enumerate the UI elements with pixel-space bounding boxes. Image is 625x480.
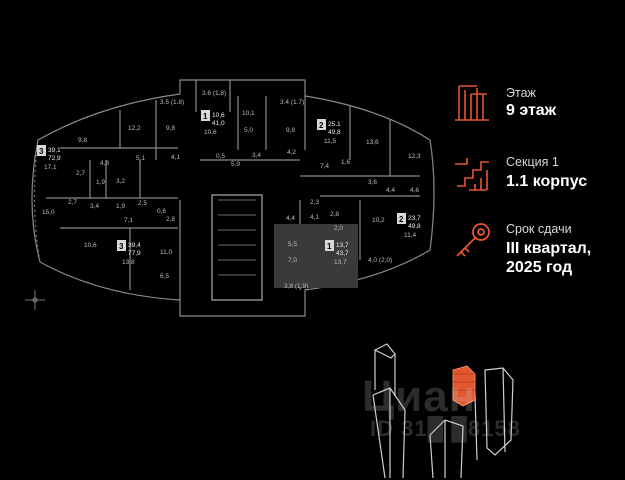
svg-text:49,8: 49,8 xyxy=(408,223,421,230)
svg-text:39,1: 39,1 xyxy=(48,147,61,154)
highlighted-section xyxy=(452,365,476,407)
room-label: 4,2 xyxy=(287,149,296,156)
room-label: 11,0 xyxy=(160,249,173,256)
room-label: 3,4 xyxy=(90,203,99,210)
room-label: 2,7 xyxy=(76,170,85,177)
svg-text:43,7: 43,7 xyxy=(336,250,349,257)
room-label: 4,6 xyxy=(410,187,419,194)
deadline-value-line1: III квартал, xyxy=(506,240,592,257)
room-label: 9,8 xyxy=(78,137,87,144)
apartment-badges: 3 1 2 2 3 1 xyxy=(37,110,406,251)
floor-plan-icon xyxy=(455,85,489,121)
badge-apt-top-center: 1 xyxy=(203,112,208,121)
room-label: 10,6 xyxy=(84,242,97,249)
room-label: 9,8 xyxy=(166,125,175,132)
svg-text:13,8: 13,8 xyxy=(122,259,135,266)
svg-text:13,7: 13,7 xyxy=(336,242,349,249)
room-label: 3.5 (1.8) xyxy=(160,99,184,106)
room-label: 2,8 xyxy=(166,216,175,223)
room-label: 5,9 xyxy=(231,161,240,168)
room-label: 2,0 xyxy=(334,225,343,232)
building-3d-view[interactable] xyxy=(345,340,545,480)
room-label: 0,6 xyxy=(157,208,166,215)
badge-apt-right: 2 xyxy=(399,215,404,224)
svg-text:10,6: 10,6 xyxy=(204,129,217,136)
room-label: 1,9 xyxy=(96,179,105,186)
room-label: 3,8 (1,9) xyxy=(284,283,308,290)
deadline-label: Срок сдачи xyxy=(506,222,572,236)
section-label: Секция 1 xyxy=(506,155,559,169)
svg-text:77,9: 77,9 xyxy=(128,250,141,257)
watermark-logo: Циан xyxy=(362,372,477,421)
room-label: 7,1 xyxy=(124,217,133,224)
room-label: 3.4 (1.7) xyxy=(280,99,304,106)
room-label: 3.6 (1.8) xyxy=(202,90,226,97)
apartment-areas: 39,1 72,9 17,1 10,6 41,0 10,6 25,1 49,8 … xyxy=(44,112,421,266)
floor-label: Этаж xyxy=(506,86,536,100)
room-label: 1,9 xyxy=(116,203,125,210)
apartment-highlight[interactable] xyxy=(274,224,358,288)
room-label: 5,5 xyxy=(288,241,297,248)
floor-plan-walls xyxy=(31,79,435,317)
room-label: 4,4 xyxy=(386,187,395,194)
room-label: 4,1 xyxy=(171,154,180,161)
section-stairs-icon xyxy=(455,158,489,191)
badge-apt-top-right: 2 xyxy=(319,121,324,130)
room-labels: 3.6 (1.8) 3.5 (1.8) 3.4 (1.7) 12,2 9,8 1… xyxy=(42,90,421,290)
badge-apt-bottom-left: 3 xyxy=(119,242,124,251)
room-label: 9,8 xyxy=(286,127,295,134)
svg-text:25,1: 25,1 xyxy=(328,121,341,128)
floor-plan[interactable]: 3 1 2 2 3 1 39,1 72,9 17,1 10,6 41,0 10,… xyxy=(0,0,440,330)
svg-text:13,7: 13,7 xyxy=(334,259,347,266)
room-label: 10,1 xyxy=(242,110,255,117)
svg-text:11,4: 11,4 xyxy=(404,232,417,239)
room-label: 3,6 xyxy=(368,179,377,186)
svg-text:41,0: 41,0 xyxy=(212,120,225,127)
svg-text:72,9: 72,9 xyxy=(48,155,61,162)
room-label: 3,2 xyxy=(116,178,125,185)
floor-value: 9 этаж xyxy=(506,102,557,119)
badge-apt-left: 3 xyxy=(39,147,44,156)
room-label: 15,0 xyxy=(42,209,55,216)
svg-text:10,6: 10,6 xyxy=(212,112,225,119)
room-label: 2,3 xyxy=(310,199,319,206)
svg-text:11,5: 11,5 xyxy=(324,138,337,145)
room-label: 4,8 xyxy=(100,160,109,167)
room-label: 7,0 xyxy=(288,257,297,264)
svg-text:39,4: 39,4 xyxy=(128,242,141,249)
room-label: 5,1 xyxy=(136,155,145,162)
svg-text:49,8: 49,8 xyxy=(328,129,341,136)
room-label: 10,2 xyxy=(372,217,385,224)
room-label: 0,5 xyxy=(216,153,225,160)
room-label: 2,5 xyxy=(138,200,147,207)
room-label: 4,1 xyxy=(310,214,319,221)
svg-text:23,7: 23,7 xyxy=(408,215,421,222)
room-label: 1,6 xyxy=(341,159,350,166)
deadline-value-line2: 2025 год xyxy=(506,259,573,276)
room-label: 12,3 xyxy=(408,153,421,160)
room-label: 7,4 xyxy=(320,163,329,170)
room-label: 3,4 xyxy=(252,152,261,159)
room-label: 6,5 xyxy=(160,273,169,280)
room-label: 12,2 xyxy=(128,125,141,132)
room-label: 4,4 xyxy=(286,215,295,222)
room-label: 13,6 xyxy=(366,139,379,146)
room-label: 4,0 (2,0) xyxy=(368,257,392,264)
room-label: 2,8 xyxy=(330,211,339,218)
compass-icon xyxy=(25,290,45,310)
room-label: 5,0 xyxy=(244,127,253,134)
badge-apt-bottom-center: 1 xyxy=(327,242,332,251)
watermark-id: ID 31█ █8158 xyxy=(370,416,521,441)
key-icon xyxy=(456,223,490,257)
svg-text:17,1: 17,1 xyxy=(44,164,57,171)
section-value: 1.1 корпус xyxy=(506,173,588,190)
room-label: 2,7 xyxy=(68,199,77,206)
